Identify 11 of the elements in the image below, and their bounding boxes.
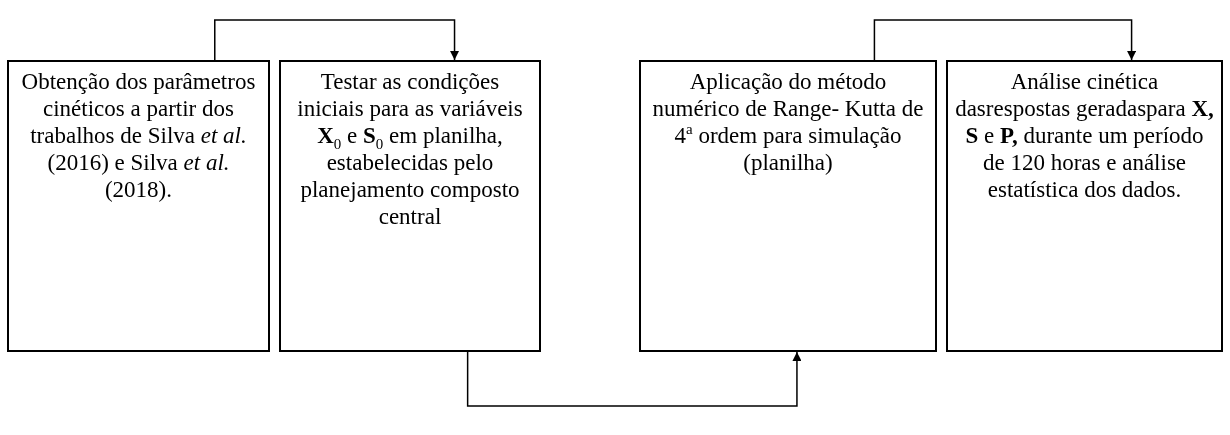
step-text: Análise cinética dasrespostas geradaspara X, S e P, durante um período de 120 horas e análise estatística dos dados.: [954, 68, 1215, 204]
process-box: [639, 60, 937, 352]
process-box: [279, 60, 541, 352]
process-box: [7, 60, 270, 352]
arrow: [466, 351, 802, 407]
arrow: [214, 19, 460, 61]
step-text: Aplicação do método numérico de Range- Kutta de 4$^{a}$ ordem para simulação (planilha): [651, 68, 925, 177]
process-box: [946, 60, 1223, 352]
step-text: Testar as condições iniciais para as variáveis X$_{0}$ e S$_{0}$ em planilha, estabelecidas pelo planejamento composto central: [296, 68, 524, 231]
step-text: Obtenção dos parâmetros cinéticos a partir dos trabalhos de Silva et al. (2016) e Silva et al. (2018).: [20, 68, 257, 204]
arrow: [873, 19, 1137, 61]
